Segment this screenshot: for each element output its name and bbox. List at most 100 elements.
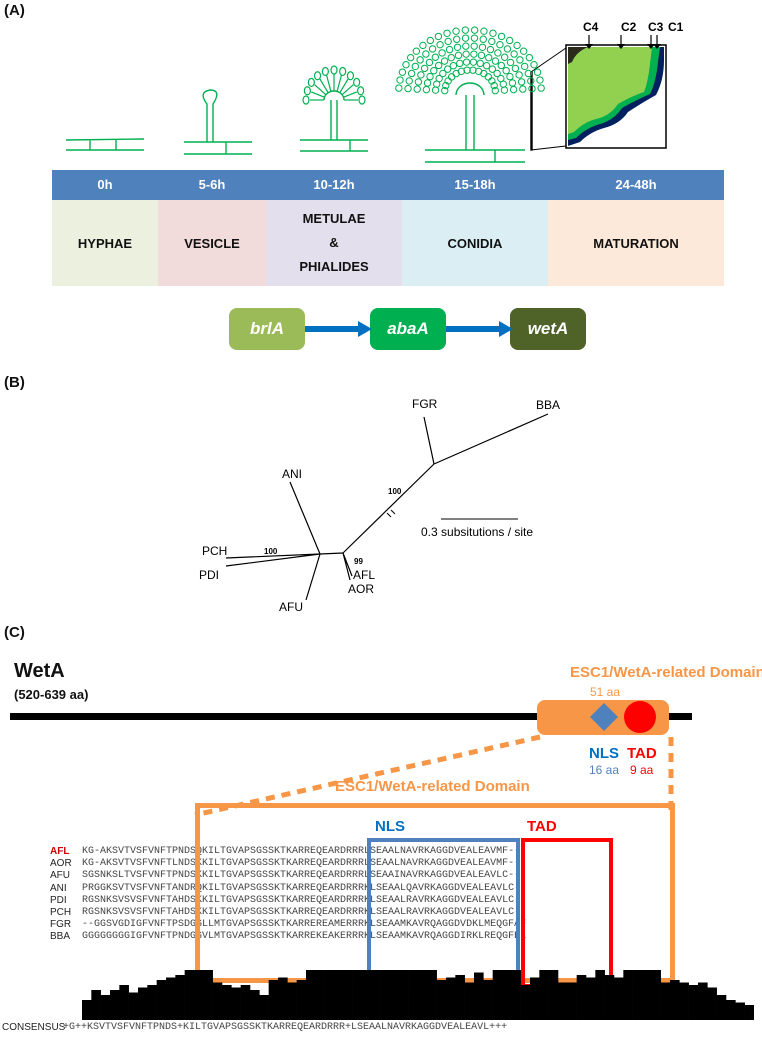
domain-title-bottom: ESC1/WetA-related Domain (335, 778, 530, 795)
conidium (434, 32, 443, 41)
tad-label-bottom: TAD (527, 818, 557, 835)
taxon-label: ANI (282, 467, 302, 481)
conidium (527, 77, 535, 85)
conidium (491, 86, 499, 95)
timeline-bar: 0h 5-6h 10-12h 15-18h 24-48h (52, 170, 724, 200)
phialide (343, 91, 358, 98)
conidium (431, 86, 440, 94)
phialide-tip (346, 71, 355, 81)
phialide-tip (358, 95, 366, 105)
conidium (406, 53, 415, 62)
conservation-bar (147, 985, 157, 1020)
conidium (428, 45, 437, 53)
consensus-sequence: +G++KSVTVSFVNFTPNDS+KILTGVAPSGSSKTKARREQ… (63, 1022, 508, 1033)
vesicle-illustration (184, 89, 252, 155)
conidium (506, 72, 514, 81)
gene-weta: wetA (510, 308, 586, 350)
conidium (457, 67, 466, 76)
conidium (425, 58, 434, 67)
conidium (478, 43, 487, 51)
conservation-bar (287, 982, 297, 1020)
tad-length: 9 aa (630, 763, 654, 777)
conservation-bar (371, 970, 381, 1020)
conservation-bar (604, 975, 615, 1020)
phialide (310, 91, 325, 98)
development-illustrations: C4 C2 C3 C1 (65, 20, 684, 163)
nls-frame (367, 838, 520, 988)
wall-label-c4: C4 (583, 20, 599, 34)
conidium (449, 62, 458, 70)
conservation-bar (632, 970, 643, 1020)
conidium (530, 60, 538, 69)
conservation-bar (688, 985, 699, 1020)
conservation-bar (119, 985, 129, 1020)
panel-a-label: (A) (4, 2, 25, 19)
conservation-bar (418, 970, 428, 1020)
species-label: ANI (50, 882, 67, 894)
phialide (319, 78, 329, 94)
conidium (519, 85, 527, 93)
conidium (411, 62, 420, 71)
conidium (426, 36, 435, 45)
conidium (480, 27, 488, 35)
conidium (488, 77, 496, 85)
conidium (470, 26, 479, 34)
conidium (422, 50, 430, 58)
conservation-bar (539, 970, 549, 1020)
conidium (511, 64, 520, 73)
phialide-tip (303, 86, 311, 96)
taxon-label: FGR (412, 397, 438, 411)
conidium (469, 66, 477, 74)
conidium (462, 42, 470, 50)
conservation-bar (707, 987, 717, 1020)
sequence-row: RGSNKSVSVSFVNFTAHDSKKILTGVAPSGSSKTKARREQ… (82, 907, 527, 919)
taxon-label: PCH (202, 544, 227, 558)
conservation-bar (576, 975, 587, 1020)
phialide (341, 84, 354, 96)
conidium (489, 29, 497, 38)
conservation-bar (474, 972, 484, 1020)
conservation-bar (128, 992, 139, 1020)
conidium (442, 81, 450, 90)
conservation-bar (268, 980, 279, 1020)
conidium (470, 34, 479, 42)
conservation-bar (306, 970, 316, 1020)
conservation-bar (670, 980, 680, 1020)
species-label: AFL (50, 846, 70, 857)
conidium (436, 40, 444, 49)
sequence-row: KG-AKSVTVSFVNFTLNDSKKILTGVAPSGSSKTKARREQ… (82, 858, 521, 870)
conidium (443, 65, 452, 73)
conservation-bar (735, 1002, 745, 1020)
conservation-bar (483, 980, 493, 1020)
conidium (510, 50, 518, 58)
phialide-tip (302, 95, 310, 105)
conservation-bar (530, 977, 540, 1020)
conidium (537, 84, 545, 92)
sequence-row: KG-AKSVTVSFVNFTPNDSQKILTGVAPSGSSKTKARREQ… (82, 846, 521, 857)
conidium (490, 81, 498, 90)
conidium (488, 37, 496, 46)
nls-length: 16 aa (589, 763, 619, 777)
conidium (453, 43, 462, 51)
conidium (462, 58, 471, 66)
conservation-bar (100, 995, 111, 1020)
conservation-bar (380, 970, 391, 1020)
conidium (480, 69, 488, 78)
stage-vesicle: VESICLE (158, 200, 266, 286)
conidium (479, 35, 487, 43)
conidium (494, 49, 502, 57)
time-label: 10-12h (313, 177, 355, 192)
conidium (407, 69, 416, 78)
gene-brla: brlA (229, 308, 305, 350)
conservation-bar (278, 977, 288, 1020)
conidium (520, 62, 529, 71)
protein-length: (520-639 aa) (14, 687, 89, 702)
conidium (469, 58, 478, 66)
conidium (439, 69, 447, 78)
conidium (413, 85, 421, 93)
conservation-bar (548, 970, 559, 1020)
conidium (486, 45, 495, 54)
conservation-bar (184, 970, 195, 1020)
conservation-bar (343, 970, 353, 1020)
conidium (497, 61, 505, 70)
